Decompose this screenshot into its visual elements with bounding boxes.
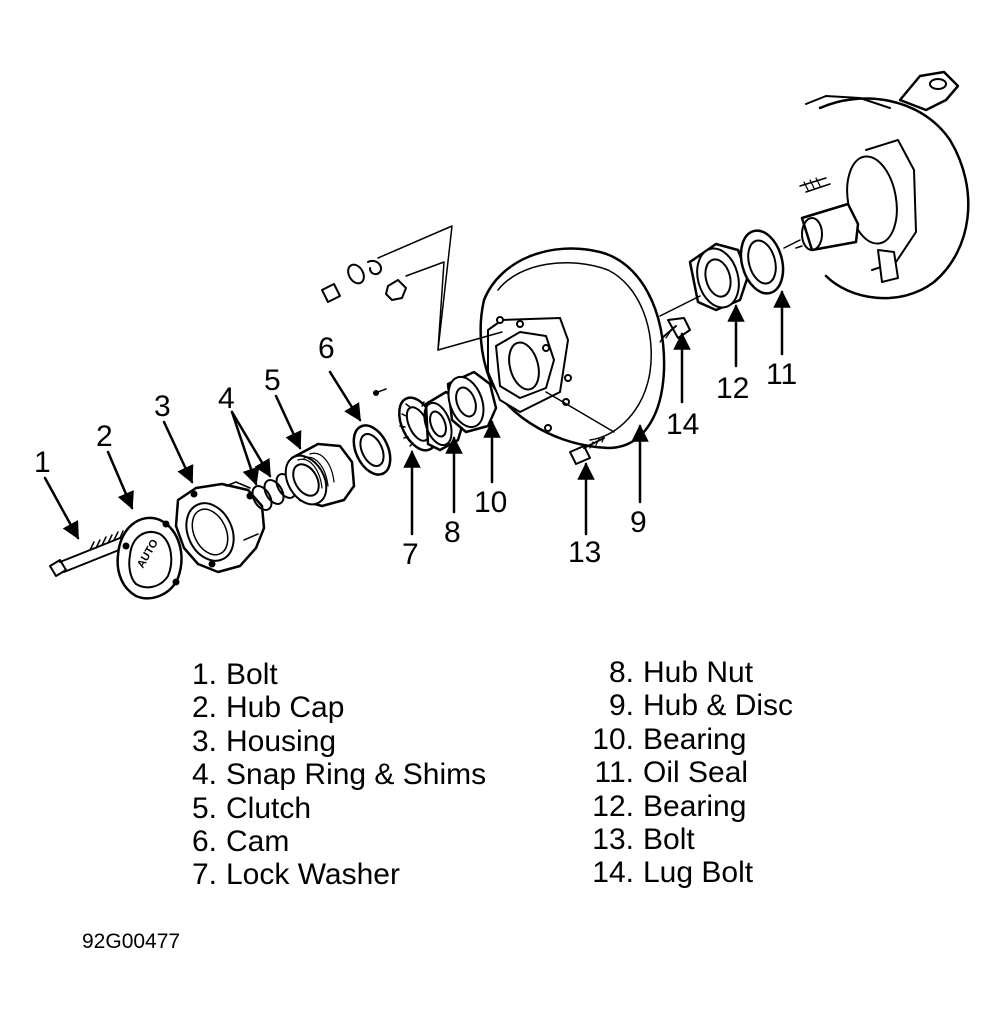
arrow-2 xyxy=(106,450,134,510)
callout-8: 8 xyxy=(444,516,461,549)
housing-part xyxy=(174,481,266,574)
legend-number: 11. xyxy=(594,756,634,790)
legend-label: Bearing xyxy=(643,722,747,756)
legend-number: 4. xyxy=(191,758,217,792)
bolt-part xyxy=(49,530,125,577)
legend-label: Hub Cap xyxy=(226,691,345,725)
legend-label: Lock Washer xyxy=(226,858,400,892)
legend-item: 7. Lock Washer xyxy=(180,858,486,891)
legend-item: 12. Bearing xyxy=(582,790,793,823)
exploded-hub-diagram: AUTO xyxy=(34,70,970,600)
arrow-3 xyxy=(162,420,194,484)
parts-legend-right: 8. Hub Nut 9. Hub & Disc 10. Bearing 11. Oil… xyxy=(582,656,793,890)
legend-item: 3. Housing xyxy=(180,725,486,758)
legend-label: Bearing xyxy=(643,789,747,823)
legend-item: 13. Bolt xyxy=(582,823,793,856)
legend-number: 1. xyxy=(191,658,217,691)
inner-bearing-part xyxy=(659,242,750,317)
arrow-4a xyxy=(230,410,260,486)
legend-number: 8. xyxy=(608,656,634,689)
parts-legend-left: 1. Bolt 2. Hub Cap 3. Housing 4. Snap Ring &… xyxy=(180,658,486,892)
oil-seal-part xyxy=(739,229,801,295)
callout-1: 1 xyxy=(34,446,51,479)
legend-item: 1. Bolt xyxy=(180,658,486,691)
legend-item: 2. Hub Cap xyxy=(180,691,486,724)
legend-item: 14. Lug Bolt xyxy=(582,856,793,889)
hub-cap-part: AUTO xyxy=(116,516,183,600)
legend-item: 10. Bearing xyxy=(582,723,793,756)
arrow-6 xyxy=(328,370,362,422)
legend-item: 8. Hub Nut xyxy=(582,656,793,689)
legend-number: 7. xyxy=(191,858,217,892)
legend-label: Hub Nut xyxy=(643,656,754,689)
callout-14: 14 xyxy=(666,408,699,441)
legend-label: Cam xyxy=(226,825,290,859)
legend-item: 9. Hub & Disc xyxy=(582,689,793,722)
legend-item: 6. Cam xyxy=(180,825,486,858)
callout-7: 7 xyxy=(402,538,419,571)
callout-10: 10 xyxy=(474,486,507,519)
arrow-1 xyxy=(43,476,80,540)
callout-2: 2 xyxy=(96,420,113,453)
callout-9: 9 xyxy=(630,506,647,539)
legend-number: 3. xyxy=(191,724,217,758)
callout-3: 3 xyxy=(154,390,171,423)
lug-bolt-part xyxy=(659,317,691,343)
legend-label: Bolt xyxy=(643,823,695,857)
callout-12: 12 xyxy=(716,372,749,405)
legend-label: Snap Ring & Shims xyxy=(226,758,487,792)
arrow-4b xyxy=(230,410,272,478)
callout-11: 11 xyxy=(766,358,797,391)
legend-number: 12. xyxy=(592,789,634,823)
legend-number: 9. xyxy=(608,689,634,723)
legend-number: 14. xyxy=(592,856,634,890)
legend-label: Hub & Disc xyxy=(643,689,794,723)
legend-number: 2. xyxy=(191,691,217,725)
callout-6: 6 xyxy=(318,332,335,365)
callout-5: 5 xyxy=(264,364,281,397)
legend-label: Lug Bolt xyxy=(643,856,754,890)
legend-number: 5. xyxy=(191,791,217,825)
steering-knuckle-part xyxy=(795,70,970,300)
legend-label: Housing xyxy=(226,724,337,758)
clutch-part xyxy=(284,442,356,508)
legend-number: 10. xyxy=(592,722,634,756)
legend-label: Clutch xyxy=(226,791,312,825)
bolt-13-part xyxy=(569,436,605,465)
callout-13: 13 xyxy=(568,536,601,569)
callout-4: 4 xyxy=(218,382,235,415)
lug-hardware-detail xyxy=(321,225,615,433)
legend-item: 4. Snap Ring & Shims xyxy=(180,758,486,791)
hub-disc-part xyxy=(479,247,666,450)
legend-item: 11. Oil Seal xyxy=(582,756,793,789)
legend-number: 13. xyxy=(592,823,634,857)
legend-number: 6. xyxy=(191,825,217,859)
legend-label: Oil Seal xyxy=(643,756,749,790)
figure-id: 92G00477 xyxy=(82,930,181,953)
outer-bearing-part xyxy=(446,370,498,434)
legend-item: 5. Clutch xyxy=(180,792,486,825)
callout-arrows xyxy=(43,290,791,540)
arrow-5 xyxy=(274,394,302,450)
legend-label: Bolt xyxy=(226,658,278,691)
cam-part xyxy=(352,424,392,476)
